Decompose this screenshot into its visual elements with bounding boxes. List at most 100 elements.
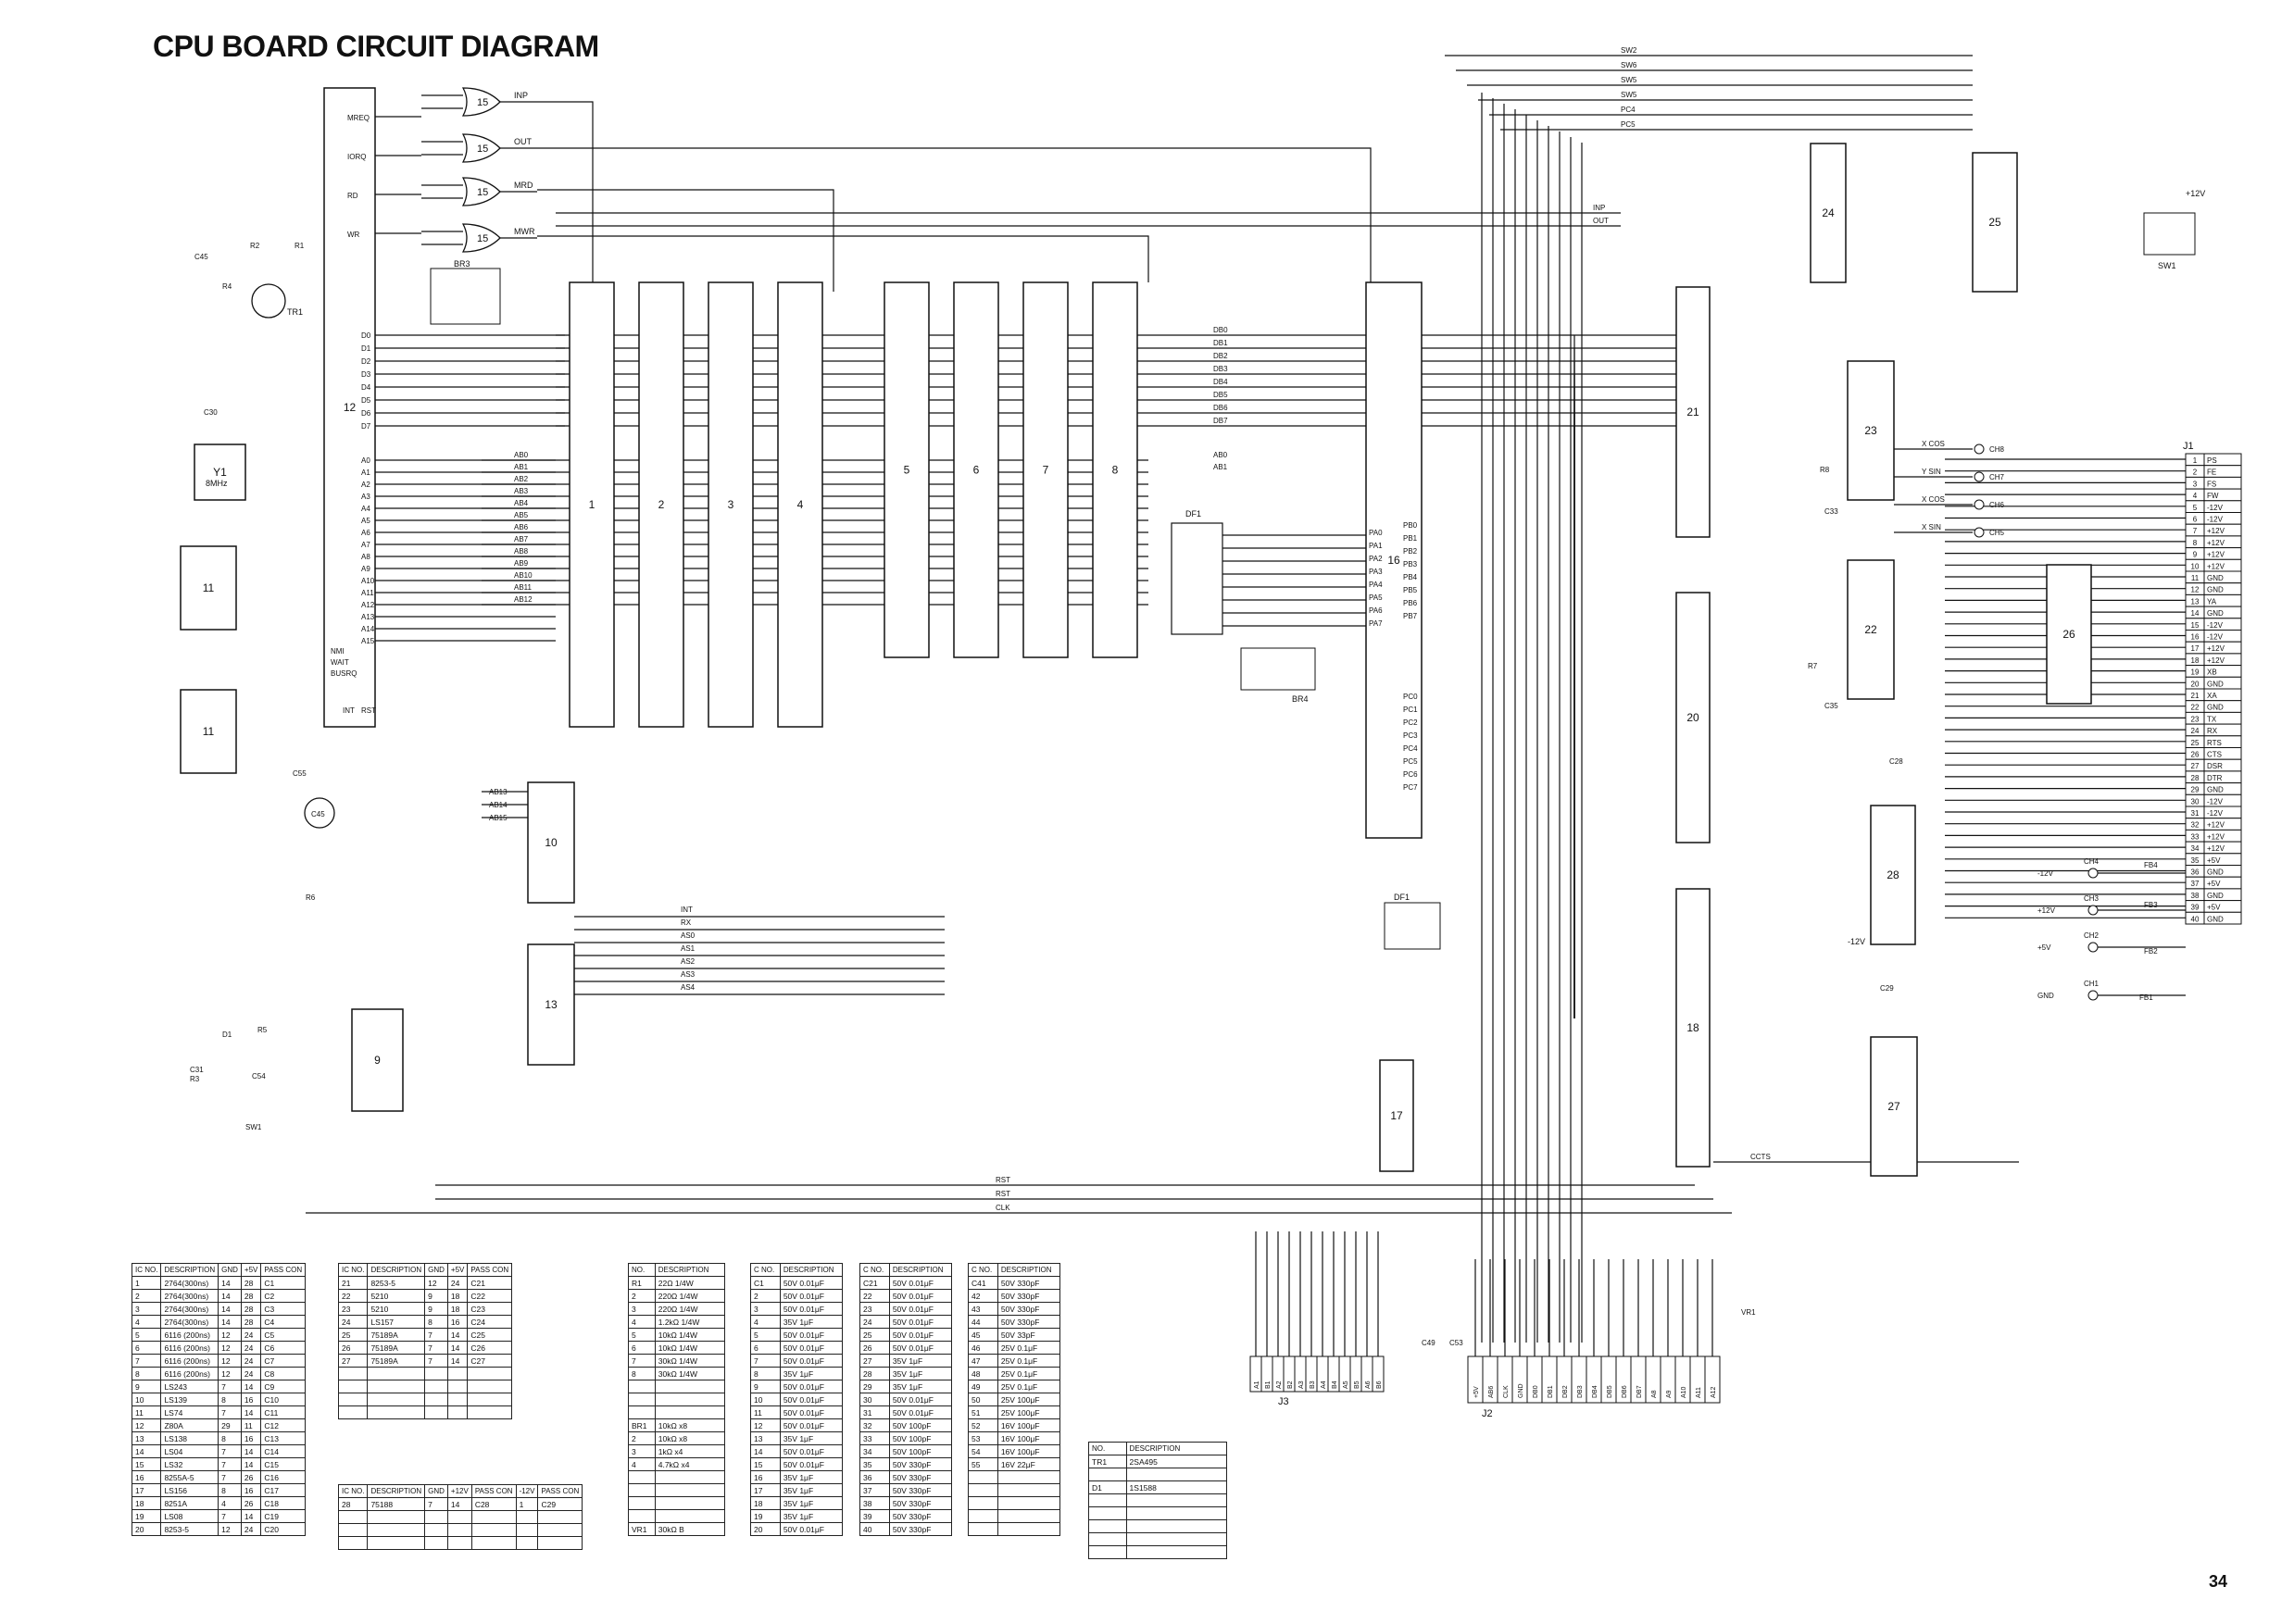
- table-cell: 8: [750, 1367, 781, 1380]
- table-cell: C19: [260, 1509, 307, 1523]
- table-cell: 17: [750, 1483, 781, 1497]
- table-cell: 5: [131, 1328, 162, 1342]
- table-row: [337, 1380, 513, 1393]
- pin-label: A2: [361, 481, 370, 489]
- table-cell: 16V 100μF: [997, 1418, 1061, 1432]
- component-label: C33: [1824, 507, 1838, 516]
- crystal-y1: [194, 443, 246, 501]
- table-cell: 25V 100μF: [997, 1405, 1061, 1419]
- j1-pin-signal: GND: [2207, 704, 2224, 712]
- ic-17: [1379, 1059, 1414, 1172]
- table-row: [337, 1510, 583, 1524]
- table-cell: 35V 1μF: [779, 1315, 844, 1329]
- ic-number: Y1: [213, 466, 227, 479]
- table-cell: [446, 1510, 472, 1524]
- table-cell: 19: [750, 1509, 781, 1523]
- table-cell: 45: [968, 1328, 998, 1342]
- table-cell: [997, 1483, 1061, 1497]
- pin-label: D4: [361, 383, 371, 392]
- signal-label: AS2: [681, 957, 696, 966]
- ic-number: 5: [904, 464, 910, 477]
- table-cell: 4: [131, 1315, 162, 1329]
- table-cell: 7: [424, 1341, 448, 1355]
- pin-label: D2: [361, 357, 371, 366]
- table-cell: 50V 0.01μF: [888, 1315, 953, 1329]
- channel-jack: [2087, 990, 2099, 1001]
- j1-pin-number: 31: [2191, 809, 2200, 818]
- j1-pin-signal: RTS: [2207, 739, 2222, 747]
- j3-pin-cell: [1372, 1355, 1385, 1393]
- pin-label: BUSRQ: [331, 669, 357, 678]
- table-cell: [997, 1496, 1061, 1510]
- j3-pin-label: A5: [1343, 1380, 1349, 1389]
- pin-label: D1: [361, 344, 371, 353]
- j1-pin-number: 30: [2191, 797, 2200, 806]
- table-cell: 28: [240, 1289, 262, 1303]
- table-cell: [628, 1483, 656, 1497]
- signal-label: Y SIN: [1922, 468, 1941, 476]
- j1-pin-signal: XA: [2207, 692, 2217, 700]
- signal-label: OUT: [514, 137, 533, 146]
- table-cell: LS04: [160, 1444, 219, 1458]
- j2-pin-label: AB6: [1488, 1386, 1495, 1398]
- table-cell: 8251A: [160, 1496, 219, 1510]
- table-cell: 55: [968, 1457, 998, 1471]
- table-cell: Z80A: [160, 1418, 219, 1432]
- signal-label: RST: [996, 1190, 1010, 1198]
- table-cell: 10kΩ 1/4W: [654, 1341, 726, 1355]
- table-cell: 28: [337, 1497, 369, 1511]
- j1-pin-number: 1: [2193, 456, 2198, 465]
- channel-jack: [2087, 942, 2099, 953]
- table-cell: 50V 0.01μF: [779, 1405, 844, 1419]
- table-cell: LS138: [160, 1431, 219, 1445]
- table-cell: 4: [628, 1315, 656, 1329]
- table-cell: 16V 100μF: [997, 1444, 1061, 1458]
- table-cell: 3: [131, 1302, 162, 1316]
- table-cell: 7: [628, 1354, 656, 1368]
- table-cell: 8: [218, 1483, 242, 1497]
- table-cell: 50V 0.01μF: [779, 1328, 844, 1342]
- ic-number: 27: [1887, 1100, 1900, 1113]
- table-cell: 50: [968, 1393, 998, 1406]
- pin-label: MREQ: [347, 114, 370, 122]
- table-cell: [1088, 1545, 1127, 1559]
- table-cell: 16: [240, 1393, 262, 1406]
- component-label: R1: [295, 242, 305, 250]
- or-gate-15: [461, 133, 501, 163]
- j1-pin-number: 15: [2191, 621, 2200, 630]
- table-cell: 9: [424, 1302, 448, 1316]
- channel-label: CH8: [1989, 445, 2005, 454]
- ic-number: 8: [1112, 464, 1119, 477]
- wire: [537, 101, 594, 292]
- j1-pin-number: 12: [2191, 586, 2200, 594]
- table-cell: 7: [750, 1354, 781, 1368]
- table-cell: LS139: [160, 1393, 219, 1406]
- pin-label: WAIT: [331, 658, 349, 667]
- signal-label: INT: [681, 906, 693, 914]
- table-row: [628, 1405, 726, 1419]
- bus-label: SW6: [1621, 61, 1637, 69]
- table-cell: [515, 1523, 539, 1537]
- bus-label: AB7: [514, 535, 529, 543]
- j1-pin-signal: -12V: [2207, 504, 2224, 512]
- table-cell: C23: [467, 1302, 513, 1316]
- table-cell: [367, 1405, 426, 1419]
- table-cell: [367, 1367, 426, 1380]
- table-cell: [628, 1509, 656, 1523]
